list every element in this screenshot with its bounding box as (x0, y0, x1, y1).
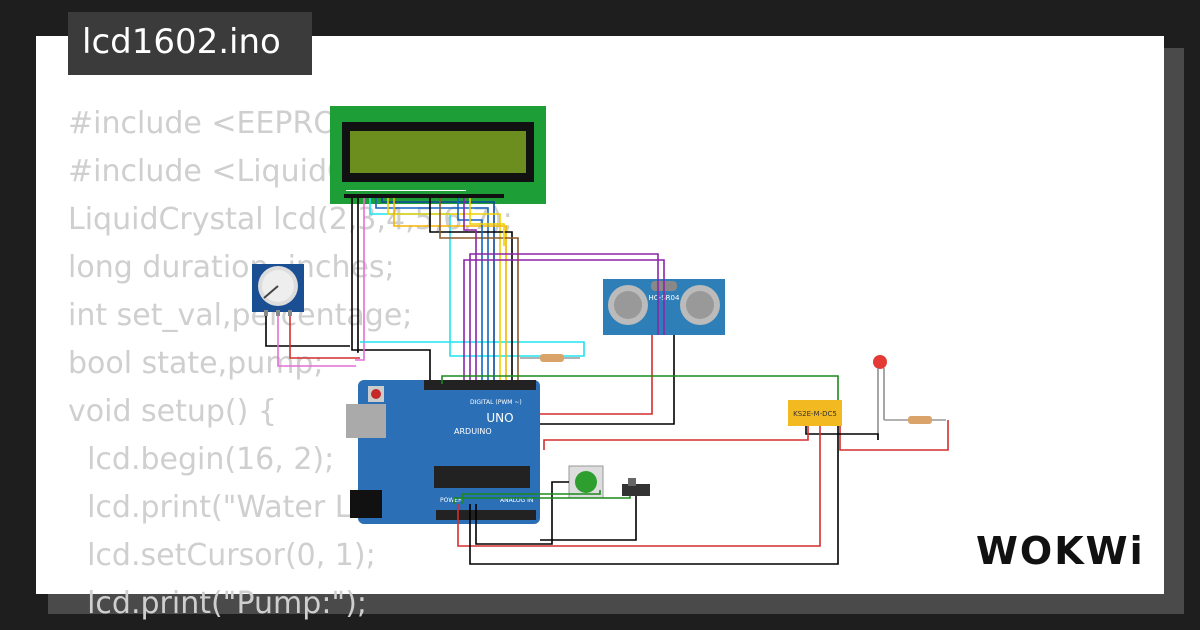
power-label: POWER (440, 497, 462, 504)
code-line: bool state,pump; (68, 346, 324, 381)
code-line: lcd.setCursor(0, 1); (68, 538, 376, 573)
lcd1602-display[interactable] (330, 106, 546, 204)
project-title: lcd1602.ino (82, 22, 281, 62)
arduino-uno[interactable]: UNO ARDUINO DIGITAL (PWM ~) POWER ANALOG… (346, 380, 540, 524)
resistor-2[interactable] (884, 416, 946, 424)
title-tab: lcd1602.ino (68, 12, 312, 75)
analog-label: ANALOG IN (500, 497, 533, 504)
relay-label: KS2E-M-DC5 (793, 410, 837, 418)
code-line: void setup() { (68, 394, 277, 429)
potentiometer[interactable] (252, 264, 304, 316)
wokwi-logo-text: WOKWi (976, 529, 1145, 573)
relay-module[interactable]: KS2E-M-DC5 (788, 400, 842, 426)
code-line: lcd.begin(16, 2); (68, 442, 335, 477)
resistor-1[interactable] (520, 354, 580, 362)
project-card[interactable]: #include <EEPROM.h>#include <LiquidCryst… (36, 36, 1164, 621)
arduino-brand: ARDUINO (454, 427, 492, 436)
code-line: lcd.print("Pump:"); (68, 586, 368, 621)
pushbutton[interactable] (568, 465, 604, 499)
slide-switch[interactable] (622, 478, 650, 496)
wokwi-logo: WOKWi (976, 529, 1145, 573)
digital-label: DIGITAL (PWM ~) (470, 399, 522, 406)
arduino-model: UNO (486, 411, 513, 425)
led-red[interactable] (873, 355, 887, 440)
